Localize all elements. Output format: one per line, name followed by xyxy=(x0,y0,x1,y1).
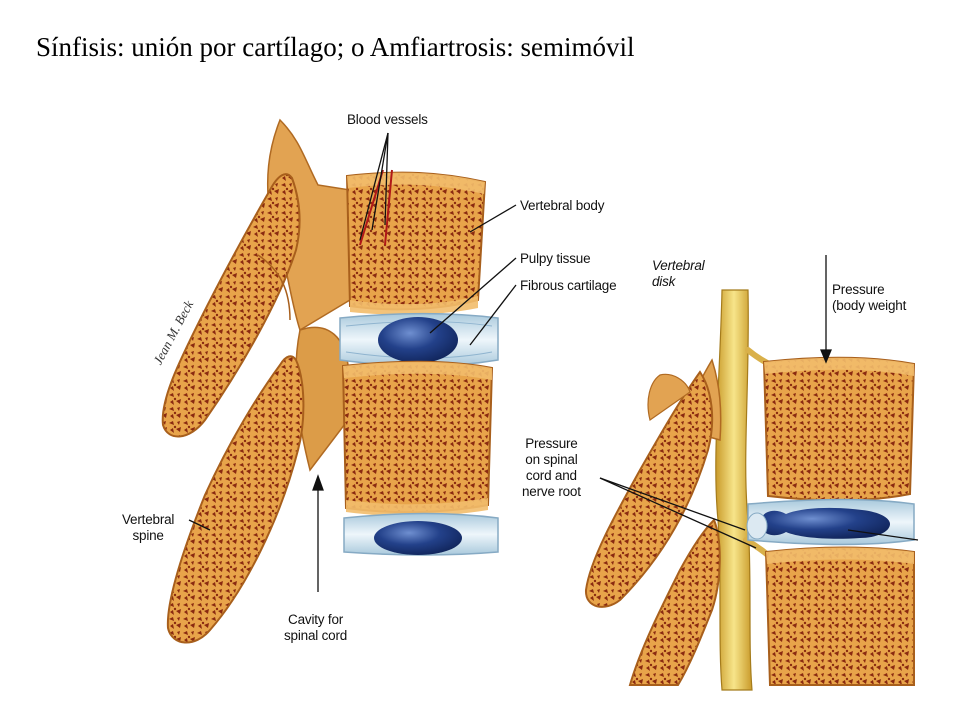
spinal-cord xyxy=(715,289,753,691)
label-vertebral-body: Vertebral body xyxy=(520,198,605,213)
label-vertebral-disk: Vertebral disk xyxy=(652,258,705,289)
right-upper-spinous-process xyxy=(584,370,714,608)
upper-transverse-process xyxy=(266,118,351,332)
leader-lines xyxy=(188,132,919,592)
upper-nucleus-pulposus xyxy=(378,317,458,363)
right-upper-vertebral-body xyxy=(762,356,916,502)
upper-vertebral-body xyxy=(345,171,487,311)
label-vertebral-spine: Vertebral spine xyxy=(122,512,175,543)
label-pulpy-tissue: Pulpy tissue xyxy=(520,251,591,266)
slide-title: Sínfisis: unión por cartílago; o Amfiart… xyxy=(36,32,635,62)
right-lower-spinous-process xyxy=(628,518,721,686)
upper-spinous-process xyxy=(161,173,301,438)
label-cavity-spinal-cord: Cavity for spinal cord xyxy=(284,612,348,643)
label-pressure-body-weight: Pressure (body weight xyxy=(832,282,907,313)
label-fibrous-cartilage: Fibrous cartilage xyxy=(520,278,617,293)
right-lower-vertebral-body xyxy=(764,546,915,686)
left-spine-section xyxy=(161,118,499,644)
lower-spinous-process xyxy=(166,355,305,644)
label-pressure-spinal-cord: Pressure on spinal cord and nerve root xyxy=(522,436,581,499)
label-blood-vessels: Blood vessels xyxy=(347,112,428,127)
middle-vertebral-body xyxy=(341,360,494,514)
herniated-nucleus xyxy=(760,507,890,539)
